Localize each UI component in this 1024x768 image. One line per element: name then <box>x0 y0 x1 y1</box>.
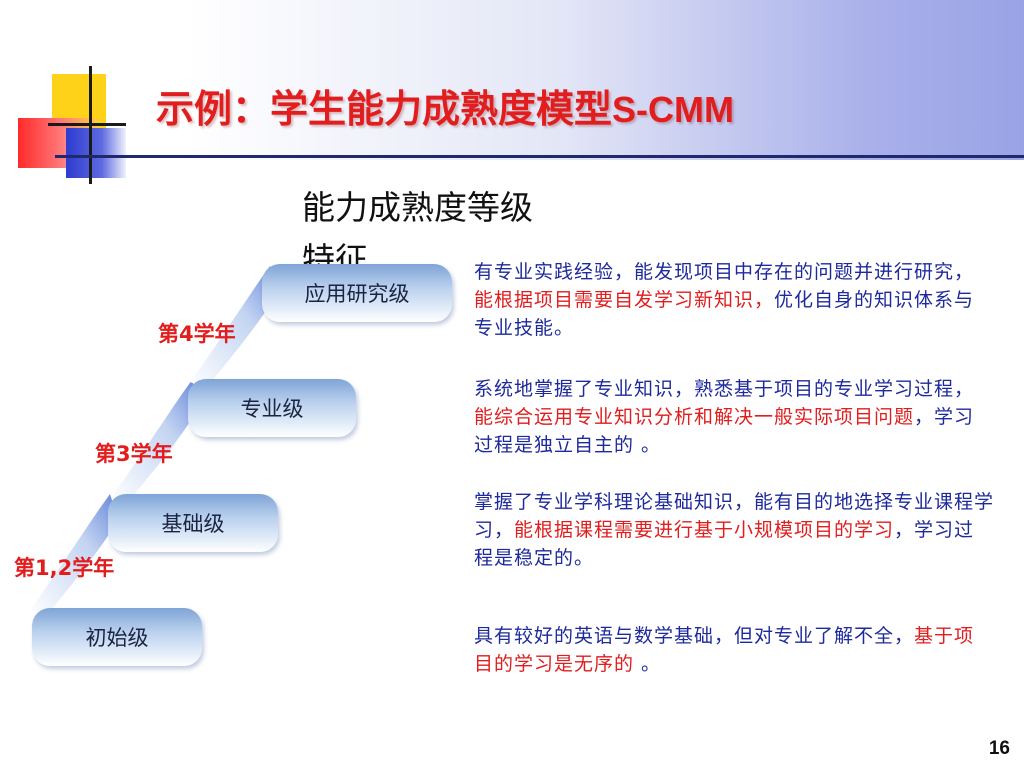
title-chinese: 示例：学生能力成熟度模型 <box>156 87 613 131</box>
description-initial: 具有较好的英语与数学基础，但对专业了解不全，基于项目的学习是无序的 。 <box>474 622 994 678</box>
description-highlight: 能根据课程需要进行基于小规模项目的学习 <box>514 519 895 541</box>
level-label: 基础级 <box>161 512 225 536</box>
description-text: 掌握了专业学科理论基础知识，能有目的地选择专业课程学习， <box>474 491 995 541</box>
header-divider <box>55 155 1024 158</box>
description-text: 系统地掌握了专业知识，熟悉基于项目的专业学习过程， <box>474 378 975 400</box>
description-highlight: 基于项目的学习是无序的 <box>474 625 975 675</box>
header-band <box>0 0 1024 160</box>
step-arrow-icon <box>112 380 206 502</box>
year-label-3: 第3学年 <box>95 442 173 466</box>
page-number: 16 <box>988 738 1010 759</box>
level-label: 初始级 <box>85 626 149 650</box>
year-label-4: 第4学年 <box>158 322 236 346</box>
level-box-professional: 专业级 <box>188 379 356 437</box>
decor-horizontal-line <box>48 123 126 126</box>
description-applied-research: 有专业实践经验，能发现项目中存在的问题并进行研究， 能根据项目需要自发学习新知识，… <box>474 258 994 342</box>
level-box-applied-research: 应用研究级 <box>262 264 452 322</box>
description-text: 有专业实践经验，能发现项目中存在的问题并进行研究， <box>474 261 975 283</box>
level-box-initial: 初始级 <box>32 608 202 666</box>
column-heading: 能力成熟度等级 特征 <box>302 182 592 286</box>
description-text: 具有较好的英语与数学基础，但对专业了解不全， <box>474 625 915 647</box>
description-basic: 掌握了专业学科理论基础知识，能有目的地选择专业课程学习，能根据课程需要进行基于小… <box>474 488 994 572</box>
description-highlight: 能根据项目需要自发学习新知识， <box>474 289 775 311</box>
description-text: ，学习过程是稳定的。 <box>474 519 975 569</box>
decor-blue-square <box>66 128 126 178</box>
step-arrow-icon <box>190 266 284 388</box>
description-highlight: 能综合运用专业知识分析和解决一般实际项目问题 <box>474 406 915 428</box>
year-label-1-2: 第1,2学年 <box>14 556 115 580</box>
slide-title: 示例：学生能力成熟度模型S-CMM <box>156 78 734 133</box>
description-text: 。 <box>634 653 662 675</box>
description-text: ，学习过程是独立自主的 。 <box>474 406 975 456</box>
level-box-basic: 基础级 <box>108 494 278 552</box>
column-heading-line1: 能力成熟度等级 <box>302 188 533 227</box>
description-professional: 系统地掌握了专业知识，熟悉基于项目的专业学习过程， 能综合运用专业知识分析和解决一… <box>474 375 994 459</box>
step-arrow-icon <box>30 494 124 616</box>
level-label: 专业级 <box>240 397 304 421</box>
title-english: S-CMM <box>612 89 734 130</box>
description-text: 优化自身的知识体系与专业技能。 <box>474 289 975 339</box>
level-label: 应用研究级 <box>304 282 410 306</box>
